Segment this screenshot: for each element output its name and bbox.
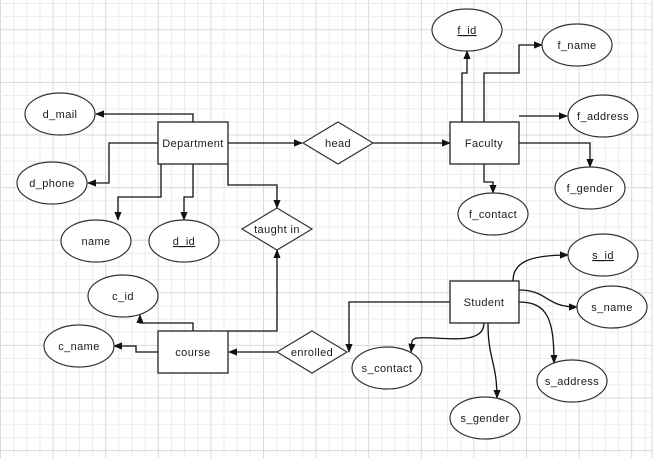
edge-department-taught_in[interactable]	[227, 164, 281, 209]
attribute-label: s_address	[545, 376, 599, 388]
edge-department-d_phone[interactable]	[87, 142, 158, 187]
edge-department-d_id[interactable]	[180, 164, 194, 221]
edge-student-enrolled[interactable]	[345, 301, 450, 353]
attribute-label: f_contact	[469, 209, 517, 221]
edge-course-c_name[interactable]	[113, 342, 158, 353]
attribute-label: f_name	[557, 40, 596, 52]
attribute-label-key: d_id	[173, 236, 195, 248]
entity-label: Student	[464, 297, 505, 309]
attribute-d_phone[interactable]: d_phone	[16, 161, 88, 205]
attribute-s_contact[interactable]: s_contact	[351, 346, 423, 390]
entity-label: Faculty	[465, 138, 503, 150]
relationship-label: enrolled	[291, 347, 333, 359]
attribute-s_gender[interactable]: s_gender	[449, 396, 521, 440]
attribute-label: s_contact	[362, 363, 413, 375]
entity-student[interactable]: Student	[449, 280, 520, 324]
attribute-label: s_name	[591, 302, 633, 314]
attribute-label: c_name	[58, 341, 100, 353]
edge-student-s_contact[interactable]	[408, 322, 485, 353]
attribute-c_name[interactable]: c_name	[43, 324, 115, 368]
relationship-enrolled[interactable]: enrolled	[275, 330, 349, 374]
attribute-s_address[interactable]: s_address	[536, 359, 608, 403]
attribute-name[interactable]: name	[60, 219, 132, 263]
edge-faculty-f_gender[interactable]	[519, 142, 594, 168]
attribute-d_id[interactable]: d_id	[148, 219, 220, 263]
attribute-label: s_gender	[460, 413, 509, 425]
attribute-label: f_address	[577, 111, 629, 123]
attribute-f_contact[interactable]: f_contact	[457, 192, 529, 236]
attribute-f_id[interactable]: f_id	[431, 8, 503, 52]
attribute-label: d_mail	[43, 109, 78, 121]
relationship-label: head	[325, 138, 351, 150]
edge-faculty-f_id[interactable]	[461, 50, 471, 122]
edge-student-s_gender[interactable]	[487, 322, 501, 399]
attribute-label: name	[81, 236, 110, 248]
edge-department-d_mail[interactable]	[95, 110, 194, 122]
edge-student-s_name[interactable]	[518, 289, 578, 311]
attribute-label: f_gender	[567, 183, 614, 195]
attribute-label: c_id	[112, 291, 134, 303]
attribute-f_name[interactable]: f_name	[541, 23, 613, 67]
attribute-s_name[interactable]: s_name	[576, 285, 648, 329]
edge-student-s_id[interactable]	[512, 251, 569, 282]
attribute-d_mail[interactable]: d_mail	[24, 92, 96, 136]
relationship-head[interactable]: head	[301, 121, 375, 165]
relationship-taught-in[interactable]: taught in	[240, 207, 314, 251]
entity-label: Department	[162, 138, 223, 150]
edge-course-c_id[interactable]	[136, 314, 194, 331]
entity-course[interactable]: course	[157, 330, 229, 374]
entity-department[interactable]: Department	[157, 121, 229, 165]
attribute-s_id[interactable]: s_id	[567, 233, 639, 277]
relationship-label: taught in	[254, 224, 300, 236]
attribute-label-key: s_id	[592, 250, 614, 262]
attribute-label-key: f_id	[457, 25, 476, 37]
attribute-f_gender[interactable]: f_gender	[554, 166, 626, 210]
entity-label: course	[175, 347, 210, 359]
edge-faculty-f_contact[interactable]	[483, 164, 497, 194]
attribute-f_address[interactable]: f_address	[567, 94, 639, 138]
edge-faculty-f_name[interactable]	[483, 41, 543, 122]
attribute-c_id[interactable]: c_id	[87, 274, 159, 318]
entity-faculty[interactable]: Faculty	[449, 121, 520, 165]
edge-student-s_address[interactable]	[518, 301, 558, 364]
edge-course-taught_in[interactable]	[228, 249, 281, 332]
attribute-label: d_phone	[29, 178, 75, 190]
edge-department-name[interactable]	[114, 164, 162, 221]
connectors	[87, 41, 594, 399]
